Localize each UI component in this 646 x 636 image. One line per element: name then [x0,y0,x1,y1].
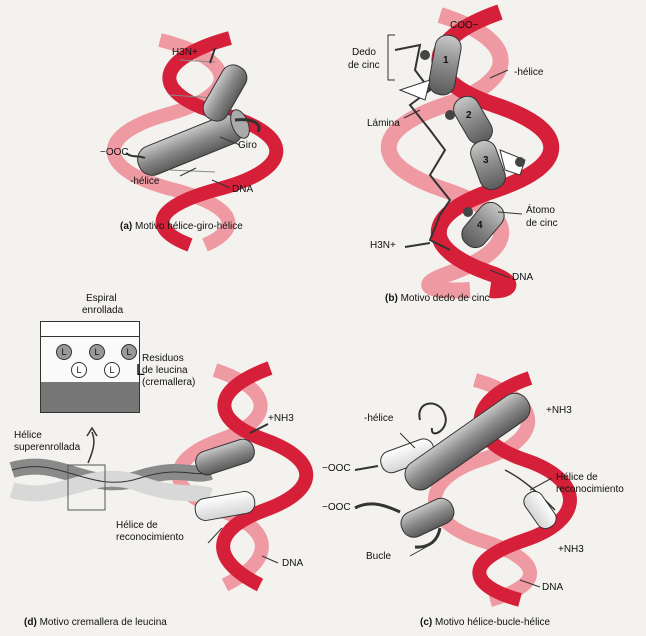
label-coiled-d-1: Espiral [86,293,117,304]
label-nh3-c-bottom: +NH3 [558,544,584,555]
label-cooh-c-1: −OOC [322,463,351,474]
caption-a: (a) Motivo hélice-giro-hélice [120,221,243,232]
label-rec-d-1: Hélice de [116,520,158,531]
label-zinc-b-2: de cinc [526,218,558,229]
label-leu-d-1: Residuos [142,353,184,364]
label-nh3-d: +NH3 [268,413,294,424]
caption-text-b: Motivo dedo de cinc [401,293,490,304]
label-dna-a: DNA [232,184,253,195]
caption-c: (c) Motivo hélice-bucle-hélice [420,617,550,628]
leucine-residue: L [56,344,72,360]
finger-number-4: 4 [477,220,483,231]
label-rec-c-2: reconocimiento [556,484,624,495]
label-coiled-d-2: enrollada [82,305,123,316]
label-super-d-2: superenrollada [14,442,80,453]
finger-number-1: 1 [443,55,449,66]
caption-letter-c: (c) [420,617,432,628]
label-dna-c: DNA [542,582,563,593]
caption-letter-a: (a) [120,221,132,232]
label-turn-a: Giro [238,140,257,151]
leucine-residue: L [89,344,105,360]
leucine-residue: L [136,362,138,376]
leucine-zipper-inset: L L L L L L [40,321,140,413]
label-rec-c-1: Hélice de [556,472,598,483]
caption-b: (b) Motivo dedo de cinc [385,293,490,304]
label-coo-b: COO− [450,20,479,31]
leucine-residue: L [121,344,137,360]
label-finger-b-1: Dedo [352,47,376,58]
protein-a [126,48,259,180]
label-super-d-1: Hélice [14,430,42,441]
caption-letter-d: (d) [24,617,37,628]
label-h3n-b: H3N+ [370,240,396,251]
label-dna-b: DNA [512,272,533,283]
finger-number-2: 2 [466,110,472,121]
label-leu-d-2: de leucina [142,365,188,376]
caption-text-d: Motivo cremallera de leucina [40,617,167,628]
inset-bottom-bar [41,382,139,412]
finger-bracket [388,35,395,80]
label-rec-d-2: reconocimiento [116,532,184,543]
leucine-residue: L [71,362,87,378]
caption-text-c: Motivo hélice-bucle-hélice [435,617,550,628]
label-cooh-a: −OOC [100,147,129,158]
label-dna-d: DNA [282,558,303,569]
label-loop-c: Bucle [366,551,391,562]
label-nh3-c-top: +NH3 [546,405,572,416]
label-h3n-a: H3N+ [172,47,198,58]
label-finger-b-2: de cinc [348,60,380,71]
caption-letter-b: (b) [385,293,398,304]
inset-top-bar [41,322,139,337]
label-helix-a: -hélice [130,176,159,187]
caption-text-a: Motivo hélice-giro-hélice [135,221,243,232]
caption-d: (d) Motivo cremallera de leucina [24,617,167,628]
finger-number-3: 3 [483,155,489,166]
label-zinc-b-1: Átomo [526,205,555,216]
dna-helix-b [389,12,552,290]
label-sheet-b: Lámina [367,118,400,129]
label-leu-d-3: (cremallera) [142,377,195,388]
label-helix-b: -hélice [514,67,543,78]
leucine-residue: L [104,362,120,378]
label-cooh-c-2: −OOC [322,502,351,513]
label-helix-c: -hélice [364,413,393,424]
